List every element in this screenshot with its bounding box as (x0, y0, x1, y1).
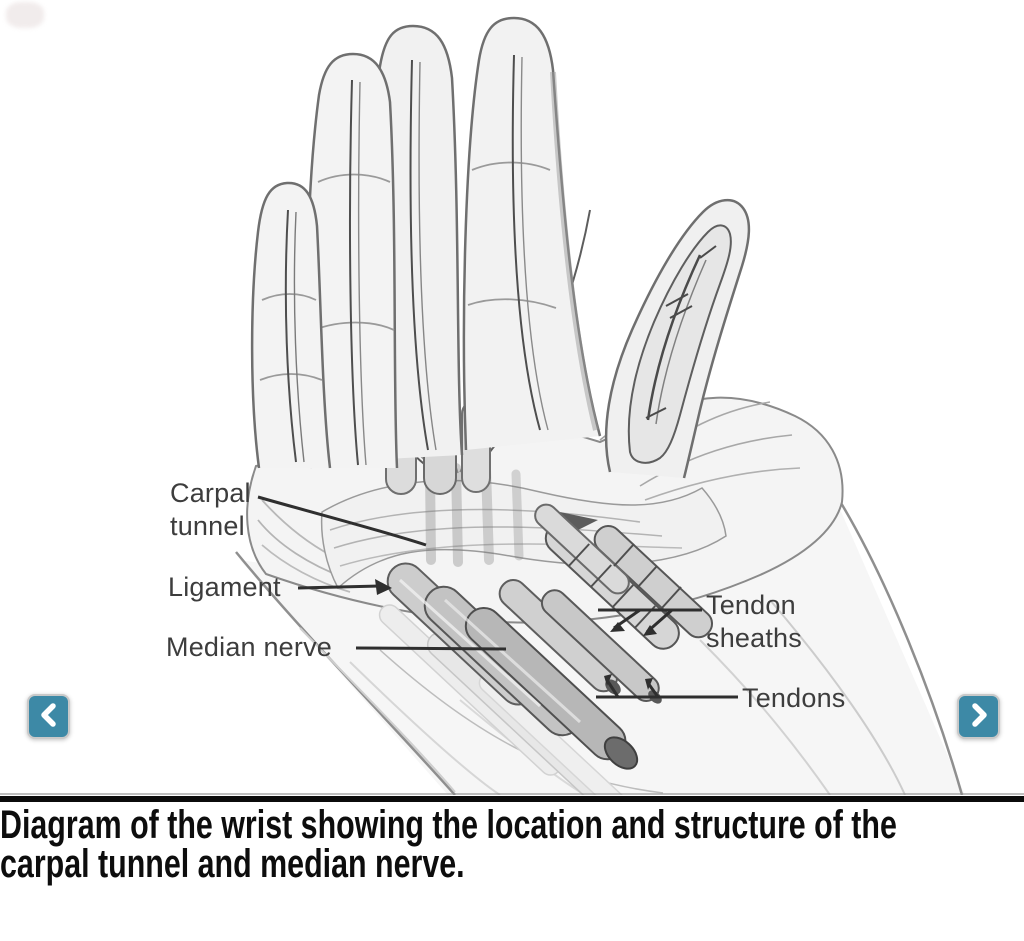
chevron-right-icon (969, 703, 989, 730)
label-ligament: Ligament (168, 572, 281, 602)
label-tendons: Tendons (742, 683, 846, 713)
chevron-left-icon (39, 703, 59, 730)
leader-ligament (297, 584, 381, 590)
label-median-nerve: Median nerve (166, 632, 332, 662)
label-tendon-sheaths: Tendon sheaths (706, 590, 802, 653)
leader-lines (257, 495, 738, 699)
scan-smudge (6, 2, 44, 28)
fingers (250, 16, 602, 469)
tendon-bundle (378, 503, 714, 795)
figure-caption: Diagram of the wrist showing the locatio… (0, 803, 897, 886)
caption-line-1: Diagram of the wrist showing the locatio… (0, 803, 897, 847)
caption-rule (0, 796, 1024, 802)
next-slide-button[interactable] (957, 694, 1000, 739)
leader-median-nerve (355, 646, 507, 651)
label-carpal-tunnel: Carpal tunnel (170, 478, 251, 541)
caption-rule-thin (0, 793, 1024, 795)
thumb-cutaway (604, 199, 751, 479)
prev-slide-button[interactable] (27, 694, 70, 739)
leader-carpal-tunnel (257, 495, 427, 547)
caption-line-2: carpal tunnel and median nerve. (0, 842, 465, 886)
leader-arrowheads (375, 579, 657, 690)
wrist-anatomy-illustration (235, 16, 965, 795)
